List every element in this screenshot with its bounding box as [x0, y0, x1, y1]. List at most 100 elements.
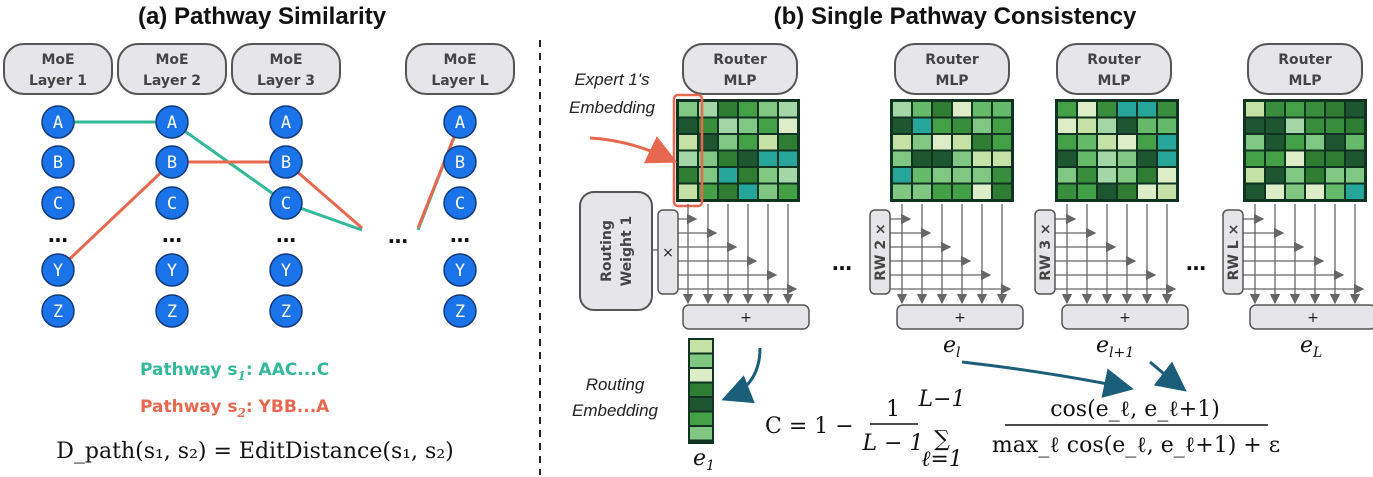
rw-box [869, 209, 891, 295]
pathway1-legend: Pathway s1: AAC...C [140, 360, 329, 383]
expert-node: Z [155, 294, 189, 328]
weight-cell [1286, 151, 1304, 166]
embedding-cell [690, 354, 712, 367]
weight-cell [993, 168, 1011, 183]
weight-cell [993, 118, 1011, 133]
svg-text:∑: ∑ [934, 427, 950, 452]
weight-cell [1266, 102, 1284, 117]
weight-cell [913, 102, 931, 117]
router-label: Router [713, 52, 767, 68]
weight-cell [1326, 184, 1344, 199]
pathway1-sub: 1 [237, 369, 245, 383]
expert-node: B [443, 145, 477, 179]
expert-node: Y [443, 253, 477, 287]
rw-box [1222, 209, 1244, 295]
right-title: (b) Single Pathway Consistency [774, 3, 1137, 30]
svg-text:Pathway s2: YBB...A: Pathway s2: YBB...A [140, 397, 330, 420]
weight-cell [739, 118, 757, 133]
multiply-box [657, 209, 679, 295]
weight-cell [759, 184, 777, 199]
expert-node: C [269, 186, 303, 220]
weight-cell [1058, 151, 1076, 166]
weight-cell [1266, 151, 1284, 166]
weight-cell [1078, 184, 1096, 199]
weight-cell [993, 184, 1011, 199]
layer-label: Layer 2 [143, 73, 201, 89]
weight-cell [779, 168, 797, 183]
node-letter: Z [281, 302, 291, 322]
weight-cell [1098, 168, 1116, 183]
el1-to-formula-arrow [1149, 360, 1187, 392]
embedding-cell [690, 369, 712, 382]
pathway1-line [58, 120, 363, 232]
node-letter: A [281, 113, 291, 133]
weight-cell [1098, 118, 1116, 133]
weight-cell [759, 151, 777, 166]
weight-cell [1098, 102, 1116, 117]
routing-weight-1-box [579, 191, 653, 311]
rw-label: RW 2 × [873, 223, 889, 280]
weight-cell [1346, 118, 1364, 133]
node-ellipsis: … [48, 223, 68, 247]
weight-cell [739, 135, 757, 150]
weight-cell [1326, 151, 1344, 166]
weight-cell [953, 151, 971, 166]
pathway2-seq: : YBB...A [246, 397, 330, 417]
weight-cell [1306, 135, 1324, 150]
router-mlp-box [1056, 43, 1172, 95]
weight-cell [739, 151, 757, 166]
weight-cell [1326, 168, 1344, 183]
routing-weight-line2: Weight 1 [619, 216, 635, 287]
weight-cell [1306, 168, 1324, 183]
weight-cell [1286, 168, 1304, 183]
expert-node: B [269, 145, 303, 179]
weight-cell [1286, 118, 1304, 133]
weight-cell [1286, 184, 1304, 199]
sum-box [896, 304, 1024, 330]
weight-cell [1058, 135, 1076, 150]
layer-label: Layer L [431, 73, 488, 89]
weight-cell [893, 168, 911, 183]
weight-cell [1346, 168, 1364, 183]
weight-cell [1246, 184, 1264, 199]
weight-cell [933, 184, 951, 199]
sum-lower: ℓ=1 [921, 447, 963, 472]
weight-cell [893, 151, 911, 166]
weight-cell [1118, 135, 1136, 150]
weight-cell [739, 184, 757, 199]
moe-label: MoE [443, 52, 476, 68]
weight-cell [1306, 184, 1324, 199]
moe-label: MoE [269, 52, 302, 68]
node-letter: B [53, 153, 63, 173]
weight-cell [913, 118, 931, 133]
eL-label: eL [1300, 333, 1322, 361]
weight-cell [699, 102, 717, 117]
expert-node: Y [269, 253, 303, 287]
weight-cell [1098, 135, 1116, 150]
embedding-cell [690, 427, 712, 440]
node-letter: B [455, 153, 465, 173]
plus-sign: + [740, 310, 752, 326]
router-ellipsis-2: … [1186, 251, 1206, 275]
weight-cell [779, 151, 797, 166]
weight-cell [679, 102, 697, 117]
sum-box [1249, 304, 1373, 330]
expert-node: Y [155, 253, 189, 287]
node-letter: Z [167, 302, 177, 322]
weight-cell [953, 184, 971, 199]
weight-cell [1138, 118, 1156, 133]
weight-cell [1058, 102, 1076, 117]
weight-cell [699, 168, 717, 183]
weight-cell [1078, 168, 1096, 183]
weight-cell [759, 118, 777, 133]
formula-den: L − 1 [861, 431, 923, 456]
weight-cell [1078, 151, 1096, 166]
sum-box [682, 304, 810, 330]
weight-cell [1058, 184, 1076, 199]
